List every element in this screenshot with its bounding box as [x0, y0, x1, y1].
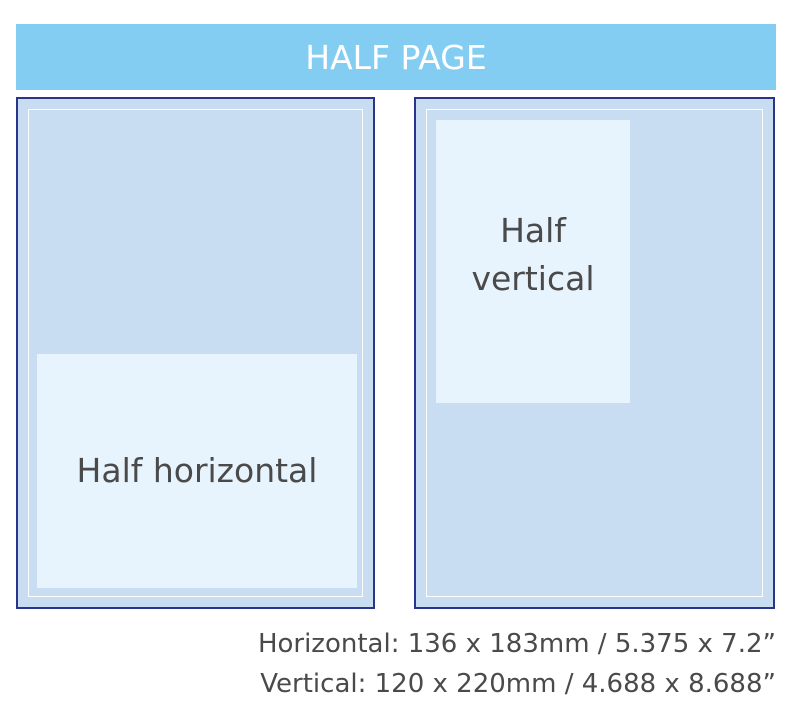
vertical-dimensions: Vertical: 120 x 220mm / 4.688 x 8.688” [260, 669, 776, 699]
margin-guide [28, 109, 363, 597]
page-title: HALF PAGE [305, 37, 487, 77]
ad-area-half-vertical: Half vertical [436, 120, 630, 403]
half-vertical-label-line2: vertical [471, 259, 595, 298]
horizontal-dimensions: Horizontal: 136 x 183mm / 5.375 x 7.2” [257, 629, 776, 659]
half-vertical-label-line1: Half [500, 211, 566, 250]
page-vertical-layout: Half vertical [414, 97, 775, 609]
half-horizontal-label: Half horizontal [76, 451, 318, 490]
dimensions-block: Horizontal: 136 x 183mm / 5.375 x 7.2” V… [258, 624, 776, 704]
title-banner: HALF PAGE [16, 24, 776, 90]
ad-area-half-horizontal: Half horizontal [37, 354, 357, 588]
page-horizontal-layout: Half horizontal [16, 97, 375, 609]
margin-guide [426, 109, 763, 597]
